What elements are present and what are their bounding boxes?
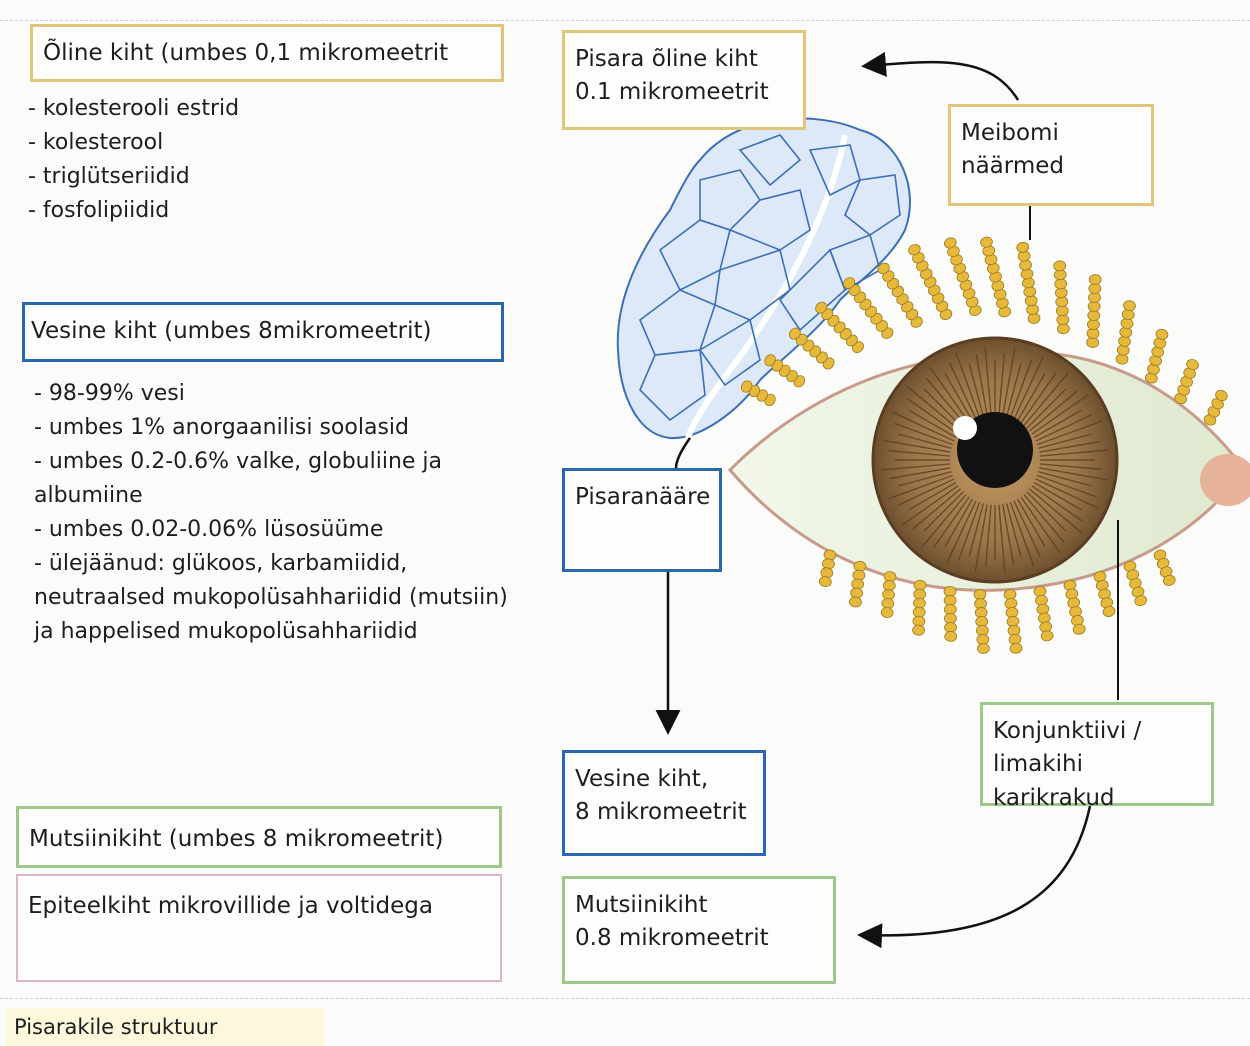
eyelash-icon: [1093, 571, 1116, 617]
lipid-layer-heading: Õline kiht (umbes 0,1 mikromeetrit: [43, 40, 449, 66]
epithelium-layer-box: Epiteelkiht mikrovillide ja voltidega: [16, 874, 502, 982]
eyelash-icon: [880, 571, 897, 618]
lipid-components-list: - kolesterooli estrid - kolesterool - tr…: [28, 92, 239, 228]
list-item: - umbes 0.02-0.06% lüsosüüme: [34, 517, 384, 542]
aqueous-layer-box: Vesine kiht, 8 mikromeetrit: [562, 750, 766, 856]
meibomian-label-line1: Meibomi: [961, 120, 1059, 146]
lacrimal-gland-label: Pisaranääre: [575, 484, 711, 510]
aqueous-layer-heading: Vesine kiht (umbes 8mikromeetrit): [31, 318, 432, 344]
list-item: - triglütseriidid: [28, 164, 190, 189]
meibomian-label-line2: näärmed: [961, 153, 1064, 180]
eyelash-icon: [1203, 389, 1228, 426]
mucin-layer-heading-box: Mutsiinikiht (umbes 8 mikromeetrit): [16, 806, 502, 868]
tear-lipid-label-line1: Pisara õline kiht: [575, 46, 758, 72]
conjunctiva-goblet-cells-box: Konjunktiivi / limakihi karikrakud: [980, 702, 1214, 811]
eyelash-icon: [980, 236, 1012, 318]
eyelash-icon: [843, 277, 894, 339]
eyelash-icon: [849, 560, 867, 608]
eyelash-icon: [1086, 274, 1102, 348]
eyelash-icon: [1174, 359, 1199, 405]
aqueous-label-line1: Vesine kiht,: [575, 766, 709, 792]
goblet-to-mucin-arrow: [857, 805, 1092, 949]
eyelash-icon: [1033, 585, 1054, 642]
eyelash-icon: [764, 354, 806, 388]
eyelash-icon: [789, 327, 835, 370]
eyelash-icon: [877, 262, 923, 328]
conjunctiva-label-line1: Konjunktiivi /: [993, 718, 1142, 744]
list-item: - umbes 0.2-0.6% valke, globuliine ja: [34, 449, 443, 474]
lacrimal-gland-icon: [616, 117, 911, 440]
conjunctiva-label-line2: limakihi karikrakud: [993, 751, 1115, 811]
eyelash-icon: [1153, 549, 1176, 586]
tear-lipid-label-line2: 0.1 mikromeetrit: [575, 79, 769, 106]
eyelash-icon: [944, 237, 982, 317]
mucin-label-line1: Mutsiinikiht: [575, 892, 708, 918]
eyelash-icon: [818, 549, 837, 588]
eyelash-icon: [1115, 300, 1136, 365]
eyelash-icon: [815, 301, 864, 353]
eyelash-icon: [1003, 589, 1023, 654]
mucin-label-line2: 0.8 mikromeetrit: [575, 925, 769, 952]
bottom-rule: [0, 998, 1250, 999]
eyelash-icon: [740, 380, 776, 407]
epithelium-layer-heading: Epiteelkiht mikrovillide ja voltidega: [28, 893, 433, 919]
list-item: neutraalsed mukopolüsahhariidid (mutsiin…: [34, 585, 508, 610]
list-item: - umbes 1% anorgaanilisi soolasid: [34, 415, 409, 440]
mucin-layer-heading: Mutsiinikiht (umbes 8 mikromeetrit): [29, 826, 444, 852]
aqueous-label-line2: 8 mikromeetrit: [575, 799, 747, 826]
list-item: - kolesterool: [28, 130, 164, 155]
eyelash-icon: [1063, 579, 1086, 635]
top-rule: [0, 20, 1250, 21]
meibomian-to-lipid-arrow: [861, 51, 1020, 101]
eyelash-icon: [1053, 260, 1070, 335]
eyelash-icon: [1123, 560, 1148, 607]
lacrimal-gland-box: Pisaranääre: [562, 468, 722, 572]
list-item: albumiine: [34, 483, 143, 508]
eyelash-icon: [908, 244, 953, 321]
aqueous-components-list: - 98-99% vesi - umbes 1% anorgaanilisi s…: [34, 377, 508, 649]
eyelash-icon: [1016, 241, 1041, 324]
tear-lipid-layer-box: Pisara õline kiht 0.1 mikromeetrit: [562, 30, 806, 130]
eyelash-icon: [912, 579, 927, 636]
list-item: - fosfolipiidid: [28, 198, 170, 223]
eyelash-icon: [1144, 328, 1169, 384]
aqueous-layer-heading-box: Vesine kiht (umbes 8mikromeetrit): [22, 302, 504, 362]
mucin-layer-box: Mutsiinikiht 0.8 mikromeetrit: [562, 876, 836, 984]
list-item: - ülejäänud: glükoos, karbamiidid,: [34, 551, 408, 576]
lipid-layer-heading-box: Õline kiht (umbes 0,1 mikromeetrit: [30, 24, 504, 82]
eyelash-icon: [973, 589, 990, 654]
eyelash-icon: [943, 585, 958, 642]
list-item: - kolesterooli estrid: [28, 96, 240, 121]
meibomian-glands-box: Meibomi näärmed: [948, 104, 1154, 206]
lacrimal-duct-line: [674, 437, 692, 469]
eye-icon: [727, 236, 1250, 654]
figure-caption: Pisarakile struktuur: [6, 1008, 324, 1046]
list-item: ja happelised mukopolüsahhariidid: [34, 619, 418, 644]
list-item: - 98-99% vesi: [34, 381, 185, 406]
